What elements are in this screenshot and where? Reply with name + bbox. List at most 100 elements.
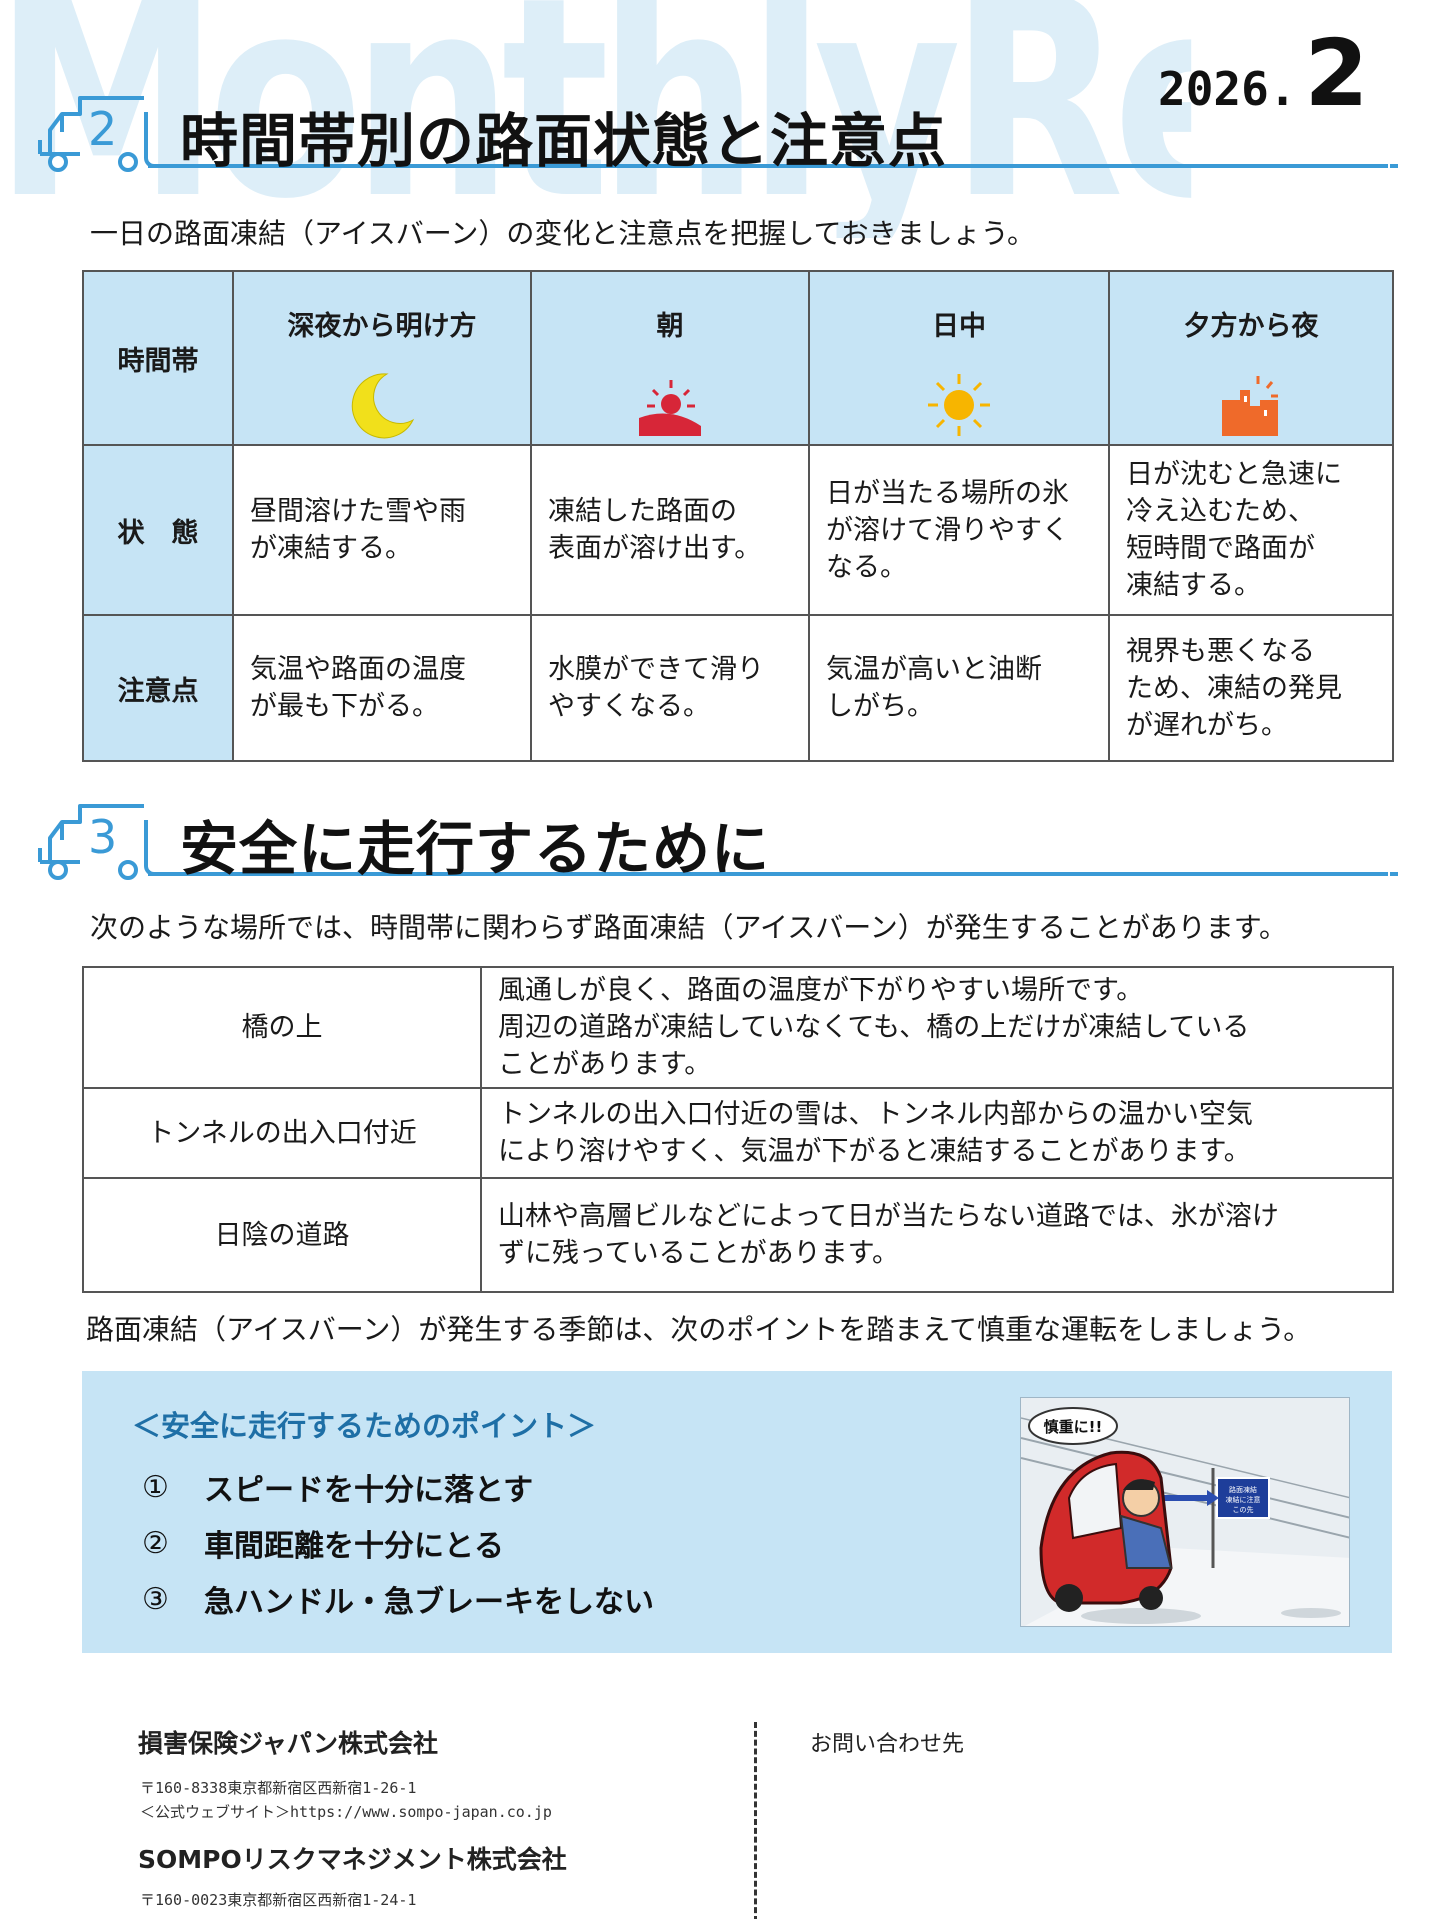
company-name-2: SOMPOリスクマネジメント株式会社 — [138, 1845, 567, 1874]
cell-line: 凍結する。 — [1126, 570, 1261, 601]
desc-line: 風通しが良く、路面の温度が下がりやすい場所です。 — [498, 975, 1144, 1006]
section-2-lead: 一日の路面凍結（アイスバーン）の変化と注意点を把握しておきましょう。 — [90, 217, 1036, 250]
column-label: 夕方から夜 — [1183, 311, 1319, 342]
table-row: 橋の上 風通しが良く、路面の温度が下がりやすい場所です。周辺の道路が凍結していな… — [82, 966, 1394, 1089]
status-row: 状 態 昼間溶けた雪や雨が凍結する。 凍結した路面の表面が溶け出す。 日が当たる… — [82, 444, 1394, 616]
issue-date: 2026. 2 — [1158, 28, 1369, 120]
column-label: 日中 — [932, 311, 986, 342]
place-desc: 風通しが良く、路面の温度が下がりやすい場所です。周辺の道路が凍結していなくても、… — [480, 966, 1394, 1089]
place-name: トンネルの出入口付近 — [82, 1087, 482, 1179]
section-title: 安全に走行するために — [180, 815, 771, 883]
column-label: 深夜から明け方 — [287, 311, 477, 342]
cell-line: が遅れがち。 — [1126, 709, 1288, 741]
driver-illustration: 路面凍結 凍結に注意 この先 慎重に!! — [1020, 1397, 1350, 1627]
issue-month: 2 — [1304, 20, 1369, 127]
truck-icon — [38, 804, 144, 880]
section-3-header: 3 安全に走行するために — [36, 800, 1398, 883]
section-number: 2 — [88, 102, 118, 156]
table-header-row: 時間帯 深夜から明け方 朝 日中 — [82, 270, 1394, 446]
sunset-building-icon — [1222, 376, 1278, 436]
place-desc: トンネルの出入口付近の雪は、トンネル内部からの温かい空気により溶けやすく、気温が… — [480, 1087, 1394, 1179]
table-cell: 日が沈むと急速に冷え込むため、短時間で路面が凍結する。 — [1108, 444, 1394, 616]
company-name-1: 損害保険ジャパン株式会社 — [138, 1729, 439, 1758]
cell-line: 短時間で路面が — [1126, 533, 1315, 564]
desc-line: ことがあります。 — [498, 1049, 712, 1080]
desc-line: により溶けやすく、気温が下がると凍結することがあります。 — [498, 1136, 1251, 1167]
desc-line: ずに残っていることがあります。 — [498, 1238, 899, 1269]
row-header-status: 状 態 — [82, 444, 234, 616]
section-rule-dash — [1354, 164, 1398, 168]
sign-line: 路面凍結 — [1229, 1485, 1257, 1494]
section-rule-corner — [144, 820, 158, 876]
item-text: 車間距離を十分にとる — [204, 1529, 504, 1564]
table-corner-header: 時間帯 — [82, 270, 234, 446]
section-title: 時間帯別の路面状態と注意点 — [180, 107, 948, 175]
footer-divider — [754, 1722, 757, 1919]
table-row: 日陰の道路 山林や高層ビルなどによって日が当たらない道路では、氷が溶けずに残って… — [82, 1177, 1394, 1293]
cell-line: やすくなる。 — [548, 691, 710, 722]
cell-line: が凍結する。 — [250, 533, 412, 564]
cell-line: 冷え込むため、 — [1126, 496, 1315, 527]
speech-bubble-text: 慎重に!! — [1044, 1418, 1103, 1436]
table-cell: 水膜ができて滑りやすくなる。 — [530, 614, 810, 762]
company-address-1: 〒160-8338東京都新宿区西新宿1-26-1 ＜公式ウェブサイト＞https… — [140, 1776, 552, 1824]
item-mark: ① — [142, 1469, 169, 1505]
place-name: 日陰の道路 — [82, 1177, 482, 1293]
address-line: 〒160-8338東京都新宿区西新宿1-26-1 — [140, 1779, 417, 1797]
footer: 損害保険ジャパン株式会社 〒160-8338東京都新宿区西新宿1-26-1 ＜公… — [0, 1700, 1440, 1919]
section-number: 3 — [88, 810, 118, 864]
cell-line: が溶けて滑りやすく — [826, 514, 1069, 546]
sunrise-icon — [639, 380, 701, 436]
car-driver-image: 路面凍結 凍結に注意 この先 慎重に!! — [1021, 1398, 1349, 1626]
column-header: 深夜から明け方 — [232, 270, 532, 446]
issue-year: 2026. — [1158, 62, 1297, 116]
sign-line: 凍結に注意 — [1226, 1495, 1261, 1504]
truck-icon — [38, 96, 144, 172]
desc-line: 山林や高層ビルなどによって日が当たらない道路では、氷が溶け — [498, 1201, 1279, 1232]
cell-line: 視界も悪くなる — [1126, 635, 1315, 667]
desc-line: 周辺の道路が凍結していなくても、橋の上だけが凍結している — [498, 1012, 1250, 1043]
table-cell: 気温が高いと油断しがち。 — [808, 614, 1110, 762]
place-desc: 山林や高層ビルなどによって日が当たらない道路では、氷が溶けずに残っていることがあ… — [480, 1177, 1394, 1293]
caution-row: 注意点 気温や路面の温度が最も下がる。 水膜ができて滑りやすくなる。 気温が高い… — [82, 614, 1394, 762]
cell-line: 日が沈むと急速に — [1126, 459, 1342, 490]
moon-icon — [351, 373, 415, 439]
column-header: 朝 — [530, 270, 810, 446]
company-address-2: 〒160-0023東京都新宿区西新宿1-24-1 — [140, 1888, 416, 1912]
cell-line: 凍結した路面の — [548, 496, 737, 527]
column-header: 夕方から夜 — [1108, 270, 1394, 446]
column-header: 日中 — [808, 270, 1110, 446]
cell-line: 表面が溶け出す。 — [548, 533, 762, 564]
list-item: ③ 急ハンドル・急ブレーキをしない — [142, 1571, 654, 1627]
item-text: 急ハンドル・急ブレーキをしない — [204, 1585, 654, 1620]
cell-line: 昼間溶けた雪や雨 — [250, 496, 466, 527]
watermark-title: MonthlyReport — [0, 0, 1191, 238]
table-cell: 日が当たる場所の氷が溶けて滑りやすくなる。 — [808, 444, 1110, 616]
address-line: 〒160-0023東京都新宿区西新宿1-24-1 — [140, 1891, 417, 1909]
item-mark: ③ — [142, 1581, 169, 1617]
table-cell: 凍結した路面の表面が溶け出す。 — [530, 444, 810, 616]
cell-line: 水膜ができて滑り — [548, 654, 764, 685]
address-line: ＜公式ウェブサイト＞https://www.sompo-japan.co.jp — [140, 1803, 552, 1821]
cell-line: 日が当たる場所の氷 — [826, 477, 1069, 509]
cell-line: が最も下がる。 — [250, 691, 439, 722]
section-rule-corner — [144, 112, 158, 168]
sun-icon — [928, 374, 990, 436]
cell-line: なる。 — [826, 551, 907, 583]
points-title: ＜安全に走行するためのポイント＞ — [132, 1409, 597, 1443]
table-cell: 気温や路面の温度が最も下がる。 — [232, 614, 532, 762]
cell-line: 気温や路面の温度 — [250, 654, 466, 685]
row-header-caution: 注意点 — [82, 614, 234, 762]
cell-line: 気温が高いと油断 — [826, 654, 1042, 685]
item-mark: ② — [142, 1525, 169, 1561]
table-row: トンネルの出入口付近 トンネルの出入口付近の雪は、トンネル内部からの温かい空気に… — [82, 1087, 1394, 1179]
sign-line: この先 — [1233, 1505, 1254, 1514]
section-2-header: 2 時間帯別の路面状態と注意点 — [36, 92, 1398, 175]
places-table: 橋の上 風通しが良く、路面の温度が下がりやすい場所です。周辺の道路が凍結していな… — [82, 966, 1394, 1293]
desc-line: トンネルの出入口付近の雪は、トンネル内部からの温かい空気 — [498, 1099, 1253, 1130]
cell-line: しがち。 — [826, 691, 934, 722]
cell-line: ため、凍結の発見 — [1126, 672, 1342, 704]
section-rule-dash — [1354, 872, 1398, 876]
